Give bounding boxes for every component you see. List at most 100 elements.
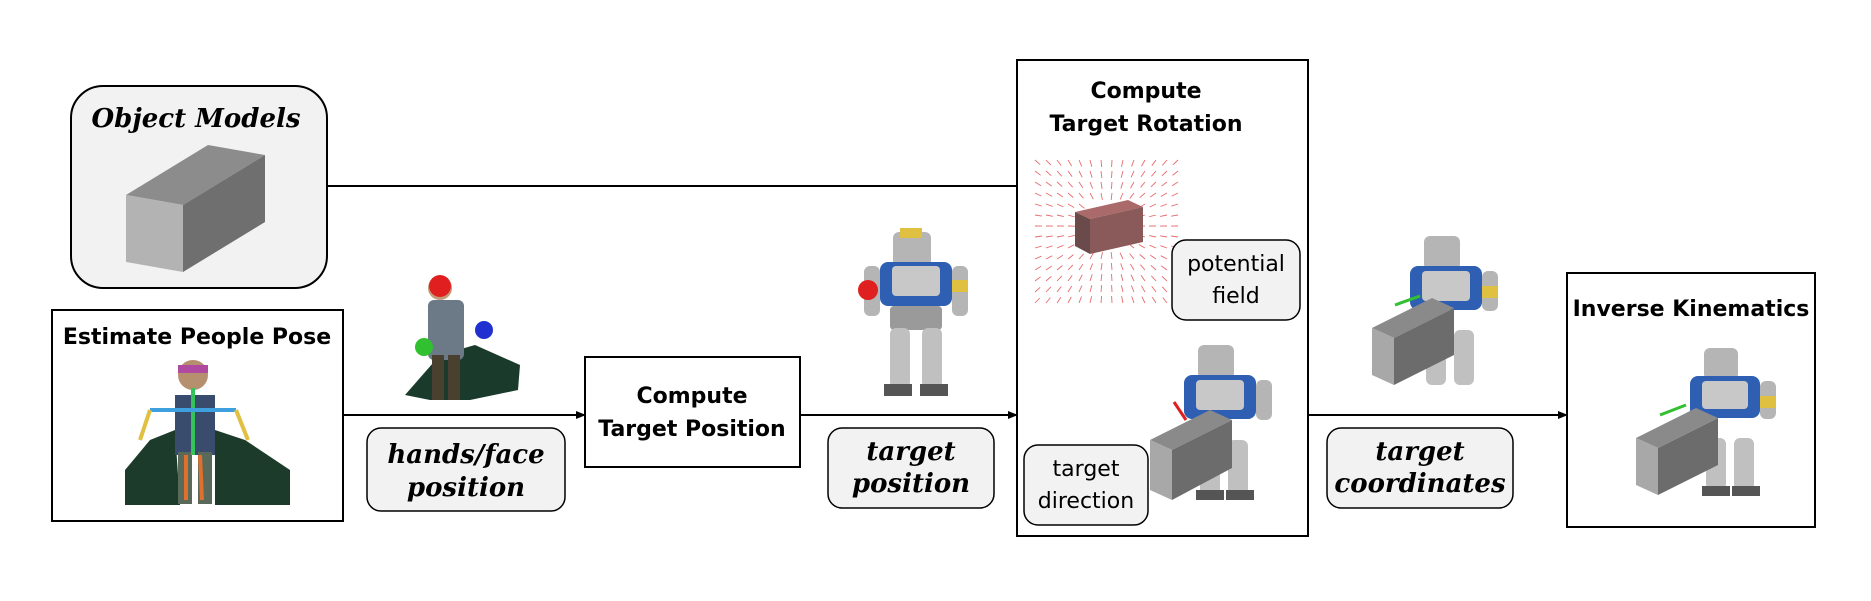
field-vector — [1171, 181, 1179, 187]
field-vector — [1100, 295, 1103, 304]
field-vector — [1045, 170, 1052, 177]
field-vector — [1160, 255, 1168, 260]
field-vector — [1120, 181, 1124, 189]
field-vector — [1089, 285, 1093, 293]
field-vector — [1140, 170, 1146, 178]
field-vector — [1089, 170, 1093, 178]
field-vector — [1161, 181, 1168, 187]
field-vector — [1056, 159, 1062, 166]
robot-box-direction-image — [1150, 345, 1272, 500]
field-vector — [1130, 274, 1135, 282]
field-vector — [1056, 170, 1063, 177]
field-vector — [1160, 192, 1168, 197]
field-vector — [1078, 296, 1082, 304]
field-vector — [1150, 192, 1157, 198]
robot-ik-image — [1636, 348, 1776, 496]
field-vector — [1045, 297, 1051, 304]
field-vector — [1110, 252, 1113, 260]
field-vector — [1045, 181, 1052, 187]
potential-field-image — [1034, 159, 1179, 304]
field-vector — [1067, 244, 1075, 249]
field-vector — [1162, 159, 1168, 166]
field-vector — [1160, 235, 1168, 238]
field-vector — [1089, 263, 1094, 271]
field-vector — [1140, 181, 1146, 188]
field-vector — [1139, 192, 1146, 199]
field-vector — [1078, 181, 1084, 189]
field-vector — [1141, 296, 1146, 304]
field-vector — [1119, 192, 1124, 200]
field-vector — [1160, 214, 1168, 217]
field-vector — [1111, 273, 1113, 282]
field-vector — [1121, 159, 1124, 167]
field-vector — [1141, 285, 1146, 293]
field-vector — [1100, 274, 1103, 282]
robot-target-image — [858, 228, 968, 396]
field-vector — [1045, 265, 1053, 271]
hands-face-label: hands/face position — [366, 427, 566, 512]
field-vector — [1089, 181, 1094, 189]
field-vector — [1149, 244, 1157, 249]
field-vector — [1150, 275, 1157, 282]
field-vector — [1067, 170, 1073, 177]
potential-field-label-line1: potential — [1187, 252, 1285, 277]
compute-position-line1: Compute — [636, 384, 747, 409]
potential-field-label-line2: field — [1212, 284, 1259, 309]
field-vector — [1120, 274, 1124, 282]
field-vector — [1034, 276, 1041, 282]
field-vector — [1149, 235, 1157, 238]
target-direction-label-line2: direction — [1038, 489, 1134, 514]
field-vector — [1111, 170, 1113, 179]
compute-rotation-line2: Target Rotation — [1050, 112, 1243, 137]
field-vector — [1034, 159, 1041, 166]
field-vector — [1078, 274, 1083, 282]
field-vector — [1171, 192, 1179, 197]
field-vector — [1089, 252, 1094, 260]
field-vector — [1056, 203, 1064, 208]
target-position-label-line2: position — [852, 469, 970, 499]
field-vector — [1151, 296, 1157, 304]
field-vector — [1140, 264, 1146, 271]
field-vector — [1078, 285, 1083, 293]
field-vector — [1089, 192, 1094, 200]
field-vector — [1056, 254, 1064, 260]
field-vector — [1100, 181, 1103, 189]
field-vector — [1056, 296, 1062, 304]
field-vector — [1034, 203, 1042, 207]
cuboid-model-icon — [126, 145, 265, 272]
field-vector — [1140, 274, 1146, 282]
field-vector — [1151, 159, 1157, 166]
field-vector — [1161, 275, 1168, 282]
field-vector — [1131, 159, 1135, 167]
field-vector — [1089, 159, 1093, 167]
field-vector — [1110, 192, 1113, 201]
field-vector — [1130, 263, 1135, 271]
hands-face-label-line1: hands/face — [387, 440, 544, 470]
field-vector — [1089, 296, 1093, 304]
compute-rotation-line1: Compute — [1090, 79, 1201, 104]
target-coordinates-label: target coordinates — [1326, 427, 1514, 509]
field-vector — [1161, 265, 1168, 271]
field-vector — [1100, 284, 1103, 293]
field-vector — [1119, 252, 1124, 260]
field-vector — [1078, 170, 1083, 178]
field-vector — [1045, 276, 1052, 282]
target-coordinates-label-line2: coordinates — [1334, 469, 1506, 499]
hands-face-label-line2: position — [407, 473, 525, 503]
field-vector — [1100, 252, 1103, 260]
field-vector — [1151, 286, 1157, 293]
robot-holding-box-image — [1372, 236, 1498, 385]
field-vector — [1120, 263, 1124, 271]
field-vector — [1171, 235, 1179, 238]
person-markers-image — [405, 275, 520, 400]
inverse-kinematics-box: Inverse Kinematics — [1566, 272, 1816, 528]
field-vector — [1056, 181, 1063, 187]
estimate-pose-title: Estimate People Pose — [63, 325, 331, 350]
potential-field-label: potential field — [1171, 239, 1301, 321]
field-vector — [1171, 214, 1179, 217]
field-vector — [1034, 235, 1042, 238]
target-coordinates-label-line1: target — [1375, 437, 1464, 467]
object-models-box: Object Models — [70, 85, 328, 289]
field-vector — [1160, 203, 1168, 207]
